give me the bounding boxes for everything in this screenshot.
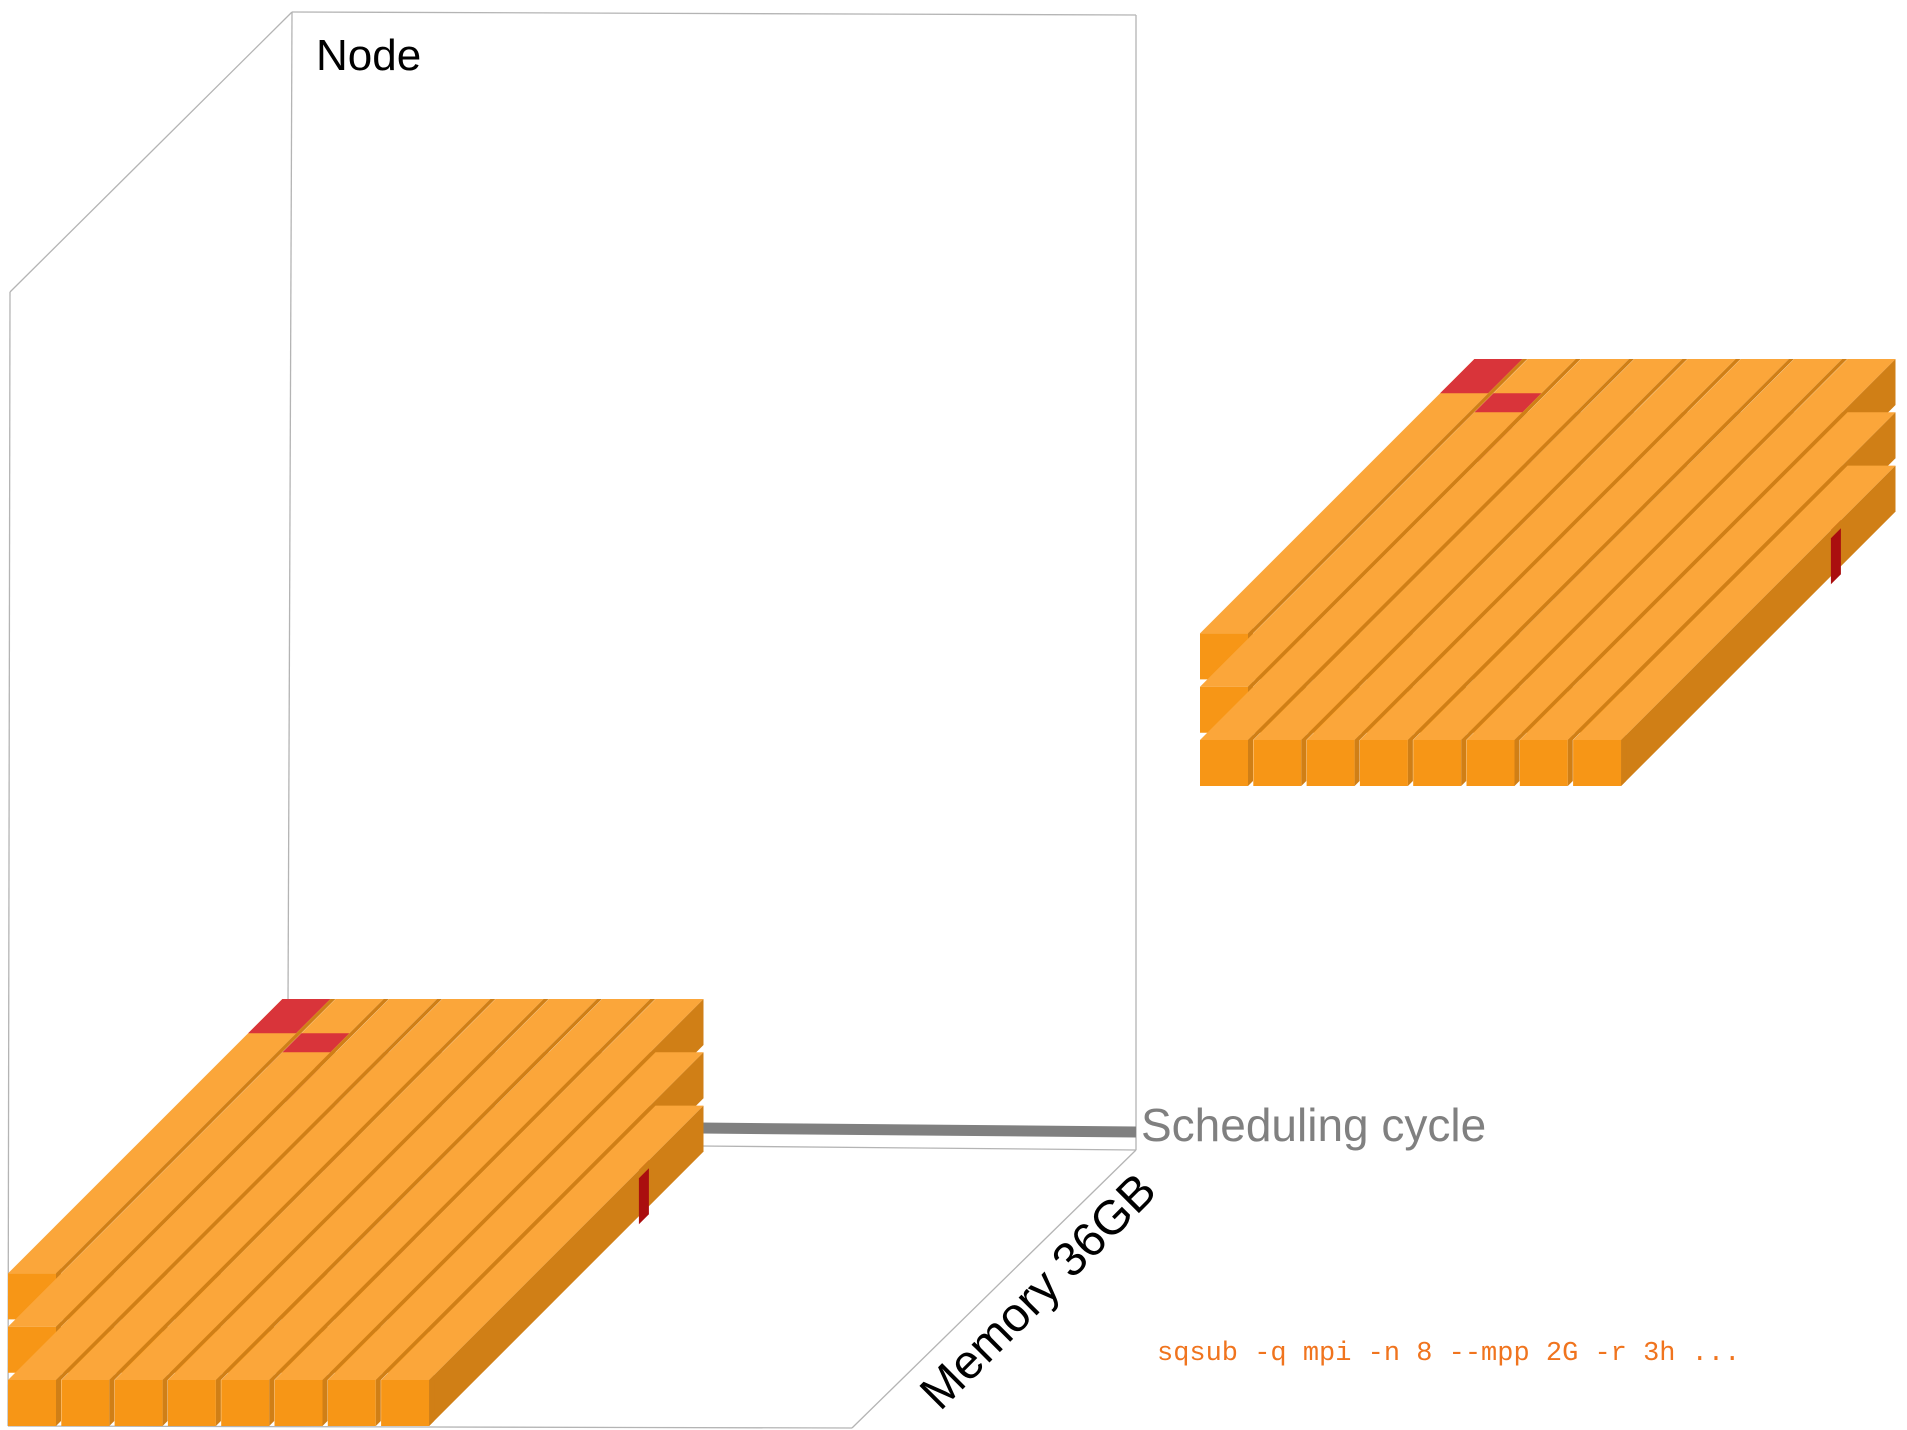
rod-gap [269, 1105, 549, 1380]
job-cell-top [1440, 359, 1523, 394]
rod-gap [1248, 412, 1528, 687]
rod-gap [1407, 465, 1688, 740]
core-rod-top [274, 1105, 597, 1380]
rod-gap [1301, 465, 1581, 740]
job-cell-top [248, 999, 331, 1034]
job-cell-side [638, 1168, 649, 1225]
core-rod-side [429, 1105, 704, 1426]
core-rod-top [1519, 465, 1843, 740]
node-label: Node [316, 31, 421, 80]
core-rod-top [61, 1105, 384, 1380]
core-block-front [167, 1380, 216, 1426]
core-rod-top [8, 999, 331, 1274]
rod-gap [1514, 465, 1794, 740]
core-rod-top [1306, 465, 1629, 740]
core-rod-side [1621, 465, 1896, 786]
core-block-front [1519, 740, 1568, 786]
core-rod-top [8, 1052, 331, 1327]
core-block-edge [1407, 735, 1413, 786]
core-rod-top [381, 1105, 704, 1380]
core-rod-top [1200, 412, 1523, 687]
rod-gap [215, 1105, 496, 1380]
core-block-front [1466, 740, 1515, 786]
core-block-edge [1301, 735, 1307, 786]
core-rod-top [1413, 465, 1736, 740]
rod-gap [109, 1105, 389, 1380]
core-rod-top [1200, 359, 1523, 634]
core-block-front [1573, 740, 1622, 786]
placed-core-stack [8, 999, 704, 1426]
core-block-front [381, 1380, 430, 1426]
node-box-outline [7, 11, 1137, 1429]
rod-gap [1354, 465, 1634, 740]
core-rod-top [1200, 465, 1523, 740]
core-block-front [1200, 740, 1248, 786]
core-block-edge [1354, 735, 1360, 786]
core-block-edge [322, 1375, 328, 1426]
core-block-front [1306, 740, 1355, 786]
core-block-edge [1514, 735, 1520, 786]
rod-gap [162, 1105, 442, 1380]
rod-gap [1461, 465, 1741, 740]
rod-gap [375, 1105, 656, 1380]
rod-gap [56, 1105, 336, 1380]
core-block-edge [375, 1375, 381, 1426]
scheduling-cycle-label: Scheduling cycle [1141, 1099, 1486, 1151]
core-block-edge [1248, 735, 1253, 786]
scheduling-cycle-bar [699, 1122, 1137, 1138]
core-rod-top [1253, 465, 1576, 740]
core-block-front [1413, 740, 1462, 786]
rod-gap [1248, 359, 1528, 634]
core-rod-top [327, 1105, 651, 1380]
rod-gap [1567, 465, 1848, 740]
queued-core-stack [1200, 359, 1896, 786]
core-block-edge [162, 1375, 168, 1426]
core-block-front [1253, 740, 1302, 786]
core-block-front [274, 1380, 323, 1426]
rod-gap [56, 1052, 336, 1327]
core-block-edge [1567, 735, 1573, 786]
core-block-edge [269, 1375, 275, 1426]
core-rod-top [1359, 465, 1683, 740]
rod-gap [56, 999, 336, 1274]
core-block-front [1359, 740, 1408, 786]
core-rod-top [114, 1105, 437, 1380]
core-rod-top [1573, 465, 1896, 740]
core-block-edge [429, 1375, 435, 1426]
job-cell-side [1830, 528, 1841, 585]
core-block-edge [215, 1375, 221, 1426]
core-block-front [327, 1380, 376, 1426]
rod-gap [1248, 465, 1528, 740]
core-block-front [221, 1380, 270, 1426]
rod-gap [322, 1105, 602, 1380]
core-rod-top [8, 1105, 331, 1380]
core-block-edge [56, 1375, 61, 1426]
core-rod-top [167, 1105, 491, 1380]
core-block-edge [1621, 735, 1627, 786]
job-command: sqsub -q mpi -n 8 --mpp 2G -r 3h ... [1157, 1339, 1740, 1369]
core-block-edge [1461, 735, 1467, 786]
core-rod-top [221, 1105, 544, 1380]
core-rod-top [1466, 465, 1789, 740]
core-block-front [114, 1380, 163, 1426]
memory-axis-label: Memory 36GB [910, 1164, 1166, 1420]
core-block-front [8, 1380, 56, 1426]
core-block-front [61, 1380, 110, 1426]
core-block-edge [109, 1375, 115, 1426]
